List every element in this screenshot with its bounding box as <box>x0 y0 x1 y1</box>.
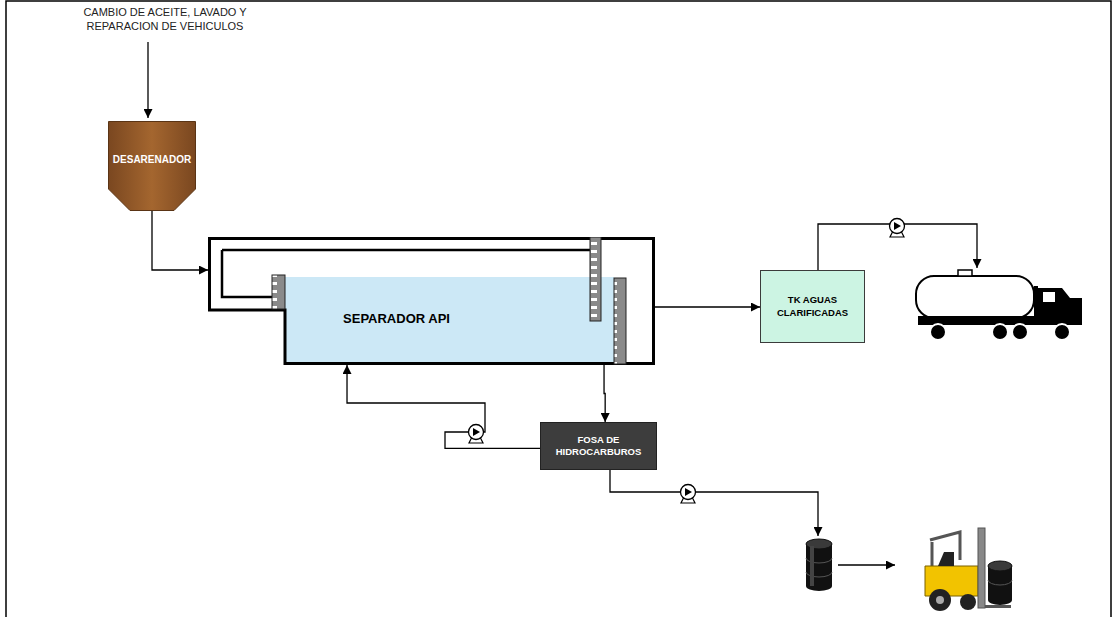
pump-symbol <box>890 219 905 238</box>
node-label: DESARENADOR <box>113 153 191 166</box>
api-separator: SEPARADOR API <box>208 237 655 365</box>
oil-drum-part <box>806 539 832 549</box>
baffle-plate <box>614 278 626 364</box>
forklift-part <box>985 605 1011 608</box>
tanker-truck-part-part <box>1012 324 1028 340</box>
page-frame <box>6 1 1111 617</box>
pump-symbol-part <box>894 222 901 230</box>
hopper-shape <box>109 122 196 211</box>
tanker-truck-part <box>1034 286 1038 324</box>
tank-wall <box>210 239 654 364</box>
oil-drum-part <box>810 546 814 586</box>
node-label: FOSA DE HIDROCARBUROS <box>549 434 648 459</box>
flow-connector <box>347 365 540 448</box>
tanker-truck-part <box>930 324 1070 340</box>
tanker-truck-part <box>1038 288 1082 325</box>
forklift-part <box>936 596 944 604</box>
tanker-truck-part <box>958 270 972 276</box>
node-label: SEPARADOR API <box>343 311 450 328</box>
source-label: CAMBIO DE ACEITE, LAVADO Y REPARACION DE… <box>50 6 280 34</box>
pump-symbol-part <box>890 219 905 234</box>
pump-symbol-part <box>681 485 696 500</box>
forklift-part <box>938 552 954 566</box>
pump-symbol <box>469 425 484 444</box>
clarified-water-tank: TK AGUAS CLARIFICADAS <box>760 270 865 343</box>
tanker-truck-part-part <box>1054 324 1070 340</box>
forklift-part <box>988 580 1012 585</box>
tanker-truck-part-part <box>992 324 1008 340</box>
pump-symbol-part <box>685 488 692 496</box>
flow-line-part <box>838 564 895 565</box>
flow-line <box>148 42 977 565</box>
oil-drum-part <box>806 544 832 591</box>
flow-connector <box>152 211 208 270</box>
forklift-part <box>988 566 1012 605</box>
tanker-truck <box>916 270 1082 340</box>
forklift-part <box>960 594 976 610</box>
pump-symbol-part <box>473 428 480 436</box>
forklift-part <box>925 566 978 596</box>
flow-connector <box>655 306 760 307</box>
baffle-plate <box>590 237 601 321</box>
forklift-part <box>988 561 1012 571</box>
flow-line-part <box>147 42 148 118</box>
tanker-truck-part <box>1043 292 1055 302</box>
water-fill <box>285 277 614 362</box>
grit-chamber-outline <box>108 121 196 211</box>
flow-connector <box>604 365 605 422</box>
forklift-part <box>978 528 985 608</box>
pump-symbol-part <box>469 425 484 440</box>
oil-drum-part <box>806 558 832 577</box>
forklift-part <box>931 542 934 566</box>
grit-chamber: DESARENADOR <box>108 121 196 211</box>
forklift <box>925 528 1012 611</box>
page-frame-part <box>6 1 1111 617</box>
hydrocarbon-pit: FOSA DE HIDROCARBUROS <box>540 422 657 470</box>
pump-symbol <box>681 485 696 504</box>
tanker-truck-part-part <box>930 324 946 340</box>
oil-drum <box>806 539 832 591</box>
baffle-plate <box>272 275 285 309</box>
tanker-truck-part <box>916 276 1034 318</box>
flow-line-part <box>610 470 818 536</box>
node-label: TK AGUAS CLARIFICADAS <box>767 294 858 319</box>
api-separator-outline <box>208 237 655 365</box>
forklift-part <box>929 589 951 611</box>
